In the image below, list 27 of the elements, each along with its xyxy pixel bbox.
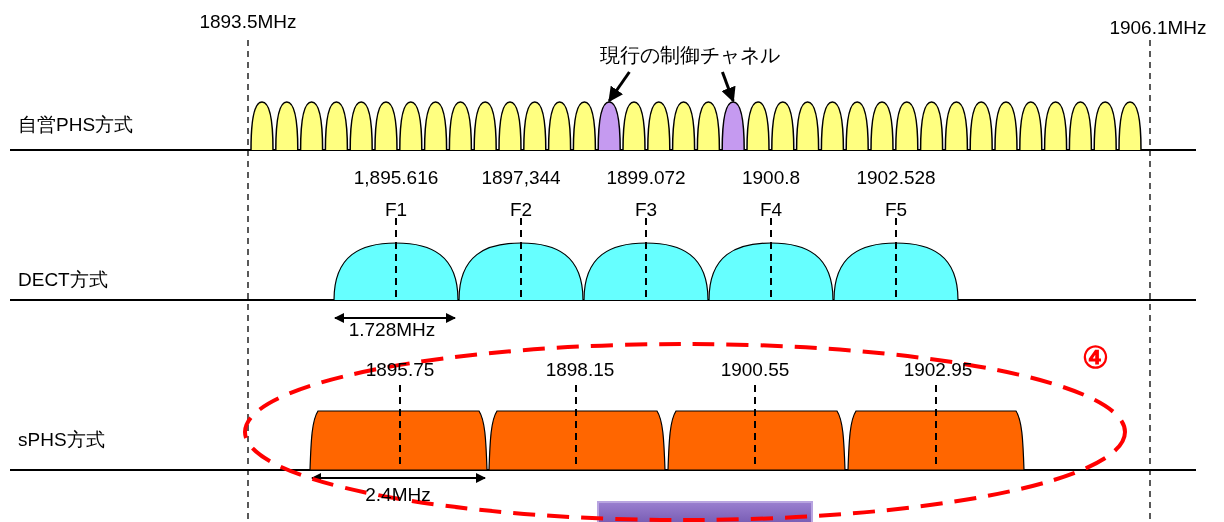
row-label: sPHS方式	[18, 429, 105, 451]
value-label: 1898.15	[545, 359, 615, 381]
value-label: F4	[759, 199, 783, 221]
row-label: 自営PHS方式	[18, 114, 134, 136]
callout-text: 現行の制御チャネル	[600, 44, 780, 66]
value-label: 1902.528	[856, 167, 936, 189]
channel-arch	[721, 101, 745, 151]
value-label: F5	[884, 199, 908, 221]
value-label: 1900.55	[720, 359, 790, 381]
value-label: 1893.5MHz	[199, 11, 297, 33]
callout-number: ④	[1081, 340, 1109, 374]
leader-arrow	[607, 71, 631, 103]
value-label: 1,895.616	[353, 167, 439, 189]
value-label: F2	[509, 199, 533, 221]
value-label: 2.4MHz	[365, 484, 431, 506]
channel-arch	[597, 101, 621, 151]
leader-arrow	[721, 71, 736, 103]
value-label: F1	[384, 199, 408, 221]
value-label: 1900.8	[741, 167, 801, 189]
row-label: DECT方式	[18, 269, 108, 291]
value-label: 1902.95	[903, 359, 973, 381]
value-label: 1899.072	[606, 167, 686, 189]
value-label: 1895.75	[365, 359, 435, 381]
value-label: 1897,344	[481, 167, 561, 189]
value-label: F3	[634, 199, 658, 221]
value-label: 1.728MHz	[348, 319, 436, 341]
value-label: 1906.1MHz	[1109, 17, 1207, 39]
